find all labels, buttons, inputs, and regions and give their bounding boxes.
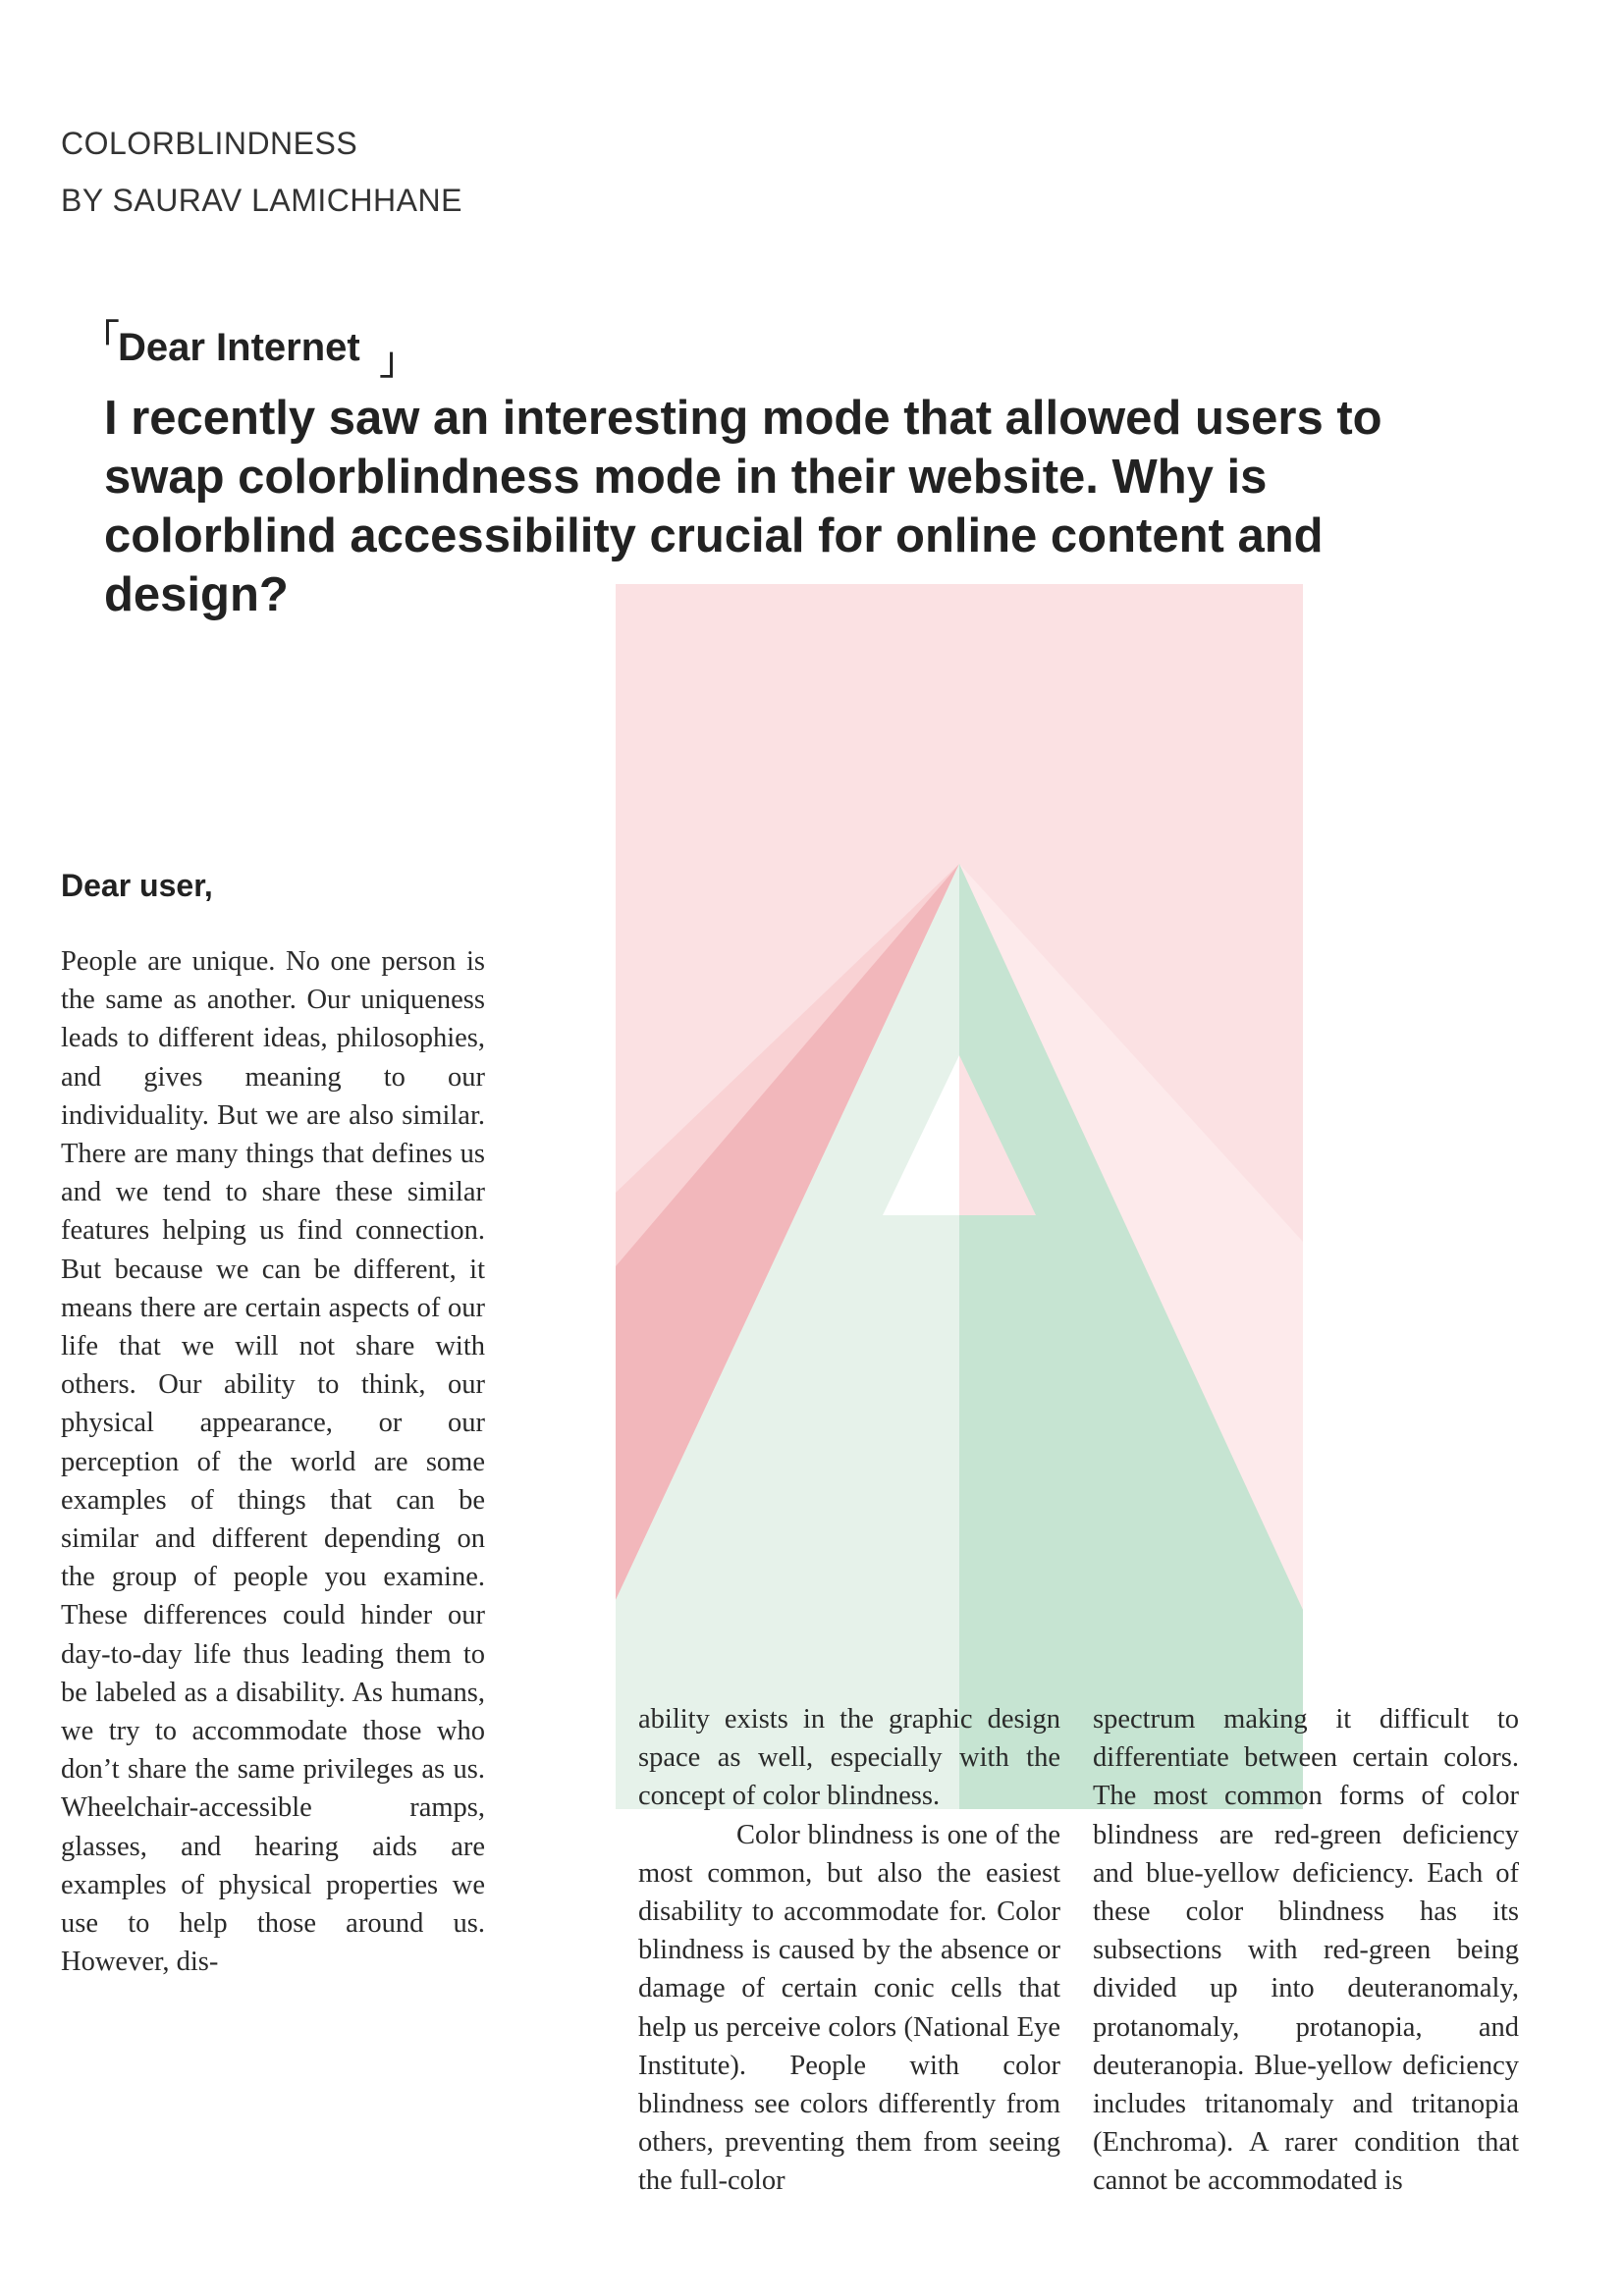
letter-greeting: Dear user, — [61, 868, 213, 903]
bracket-close: 」 — [379, 340, 418, 383]
pyramid-window-left — [883, 1055, 959, 1215]
body-column-2: ability exists in the graphic design spa… — [638, 1700, 1060, 2201]
series-title: COLORBLINDNESS — [61, 126, 358, 161]
body-paragraph: Color blindness is one of the most commo… — [638, 1819, 1060, 2197]
body-column-3: spectrum making it difficult to differen… — [1093, 1700, 1519, 2201]
body-paragraph: spectrum making it difficult to differen… — [1093, 1704, 1519, 2197]
pyramid-right-face — [959, 864, 1303, 1809]
byline: BY SAURAV LAMICHHANE — [61, 183, 462, 218]
question-heading: I recently saw an interesting mode that … — [104, 392, 1382, 621]
pyramid-illustration — [616, 584, 1303, 1809]
pyramid-window-right — [959, 1055, 1036, 1215]
pyramid-left-face — [616, 864, 959, 1809]
bracket-open: 「 — [81, 318, 120, 361]
body-paragraph: ability exists in the graphic design spa… — [638, 1704, 1060, 1812]
body-column-1: People are unique. No one person is the … — [61, 942, 485, 1981]
body-paragraph: People are unique. No one person is the … — [61, 946, 485, 1978]
salutation-heading: Dear Internet — [118, 326, 360, 369]
